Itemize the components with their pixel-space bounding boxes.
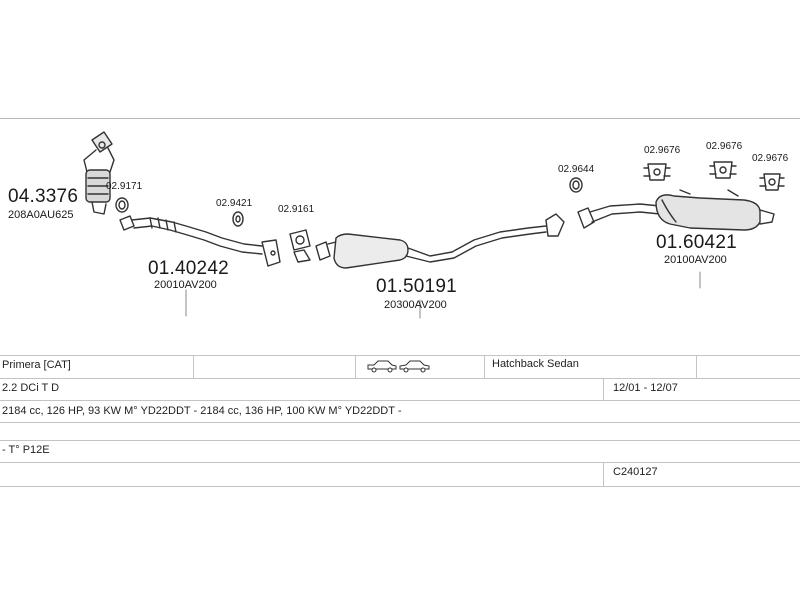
- table-row-divider: [0, 462, 800, 463]
- flange-gasket-icon: [289, 229, 311, 263]
- vehicle-model: Primera [CAT]: [2, 359, 71, 371]
- part-number[interactable]: 04.3376: [8, 186, 79, 207]
- car-body-icons: [367, 360, 430, 373]
- table-col-divider: [603, 378, 604, 400]
- table-row-divider: [0, 440, 800, 441]
- gasket-icon: [115, 197, 129, 213]
- hatchback-car-icon: [367, 360, 397, 373]
- engine-specs: 2184 cc, 126 HP, 93 KW M° YD22DDT - 2184…: [2, 405, 402, 417]
- part-code: 20010AV200: [154, 279, 217, 291]
- part-number[interactable]: 01.50191: [376, 276, 457, 297]
- part-number[interactable]: 02.9421: [216, 198, 253, 209]
- table-col-divider: [696, 355, 697, 378]
- part-number[interactable]: 02.9676: [644, 145, 681, 156]
- table-col-divider: [484, 355, 485, 378]
- part-code: 208A0AU625: [8, 209, 74, 221]
- part-number[interactable]: 02.9644: [558, 164, 595, 175]
- top-border: [0, 118, 800, 119]
- rear-silencer-icon: [577, 189, 775, 231]
- table-row-divider: [0, 378, 800, 379]
- rubber-mount-icon: [643, 163, 671, 181]
- part-number[interactable]: 02.9676: [752, 153, 789, 164]
- sedan-car-icon: [399, 360, 430, 373]
- table-row-divider: [0, 355, 800, 356]
- rubber-mount-icon: [709, 161, 737, 179]
- part-number[interactable]: 01.40242: [148, 258, 229, 279]
- production-period: 12/01 - 12/07: [613, 382, 678, 394]
- body-type: Hatchback Sedan: [492, 358, 579, 370]
- part-code: 20300AV200: [384, 299, 447, 311]
- table-col-divider: [603, 462, 604, 486]
- part-number[interactable]: 01.60421: [656, 232, 737, 253]
- catalog-code: C240127: [613, 466, 658, 478]
- part-number[interactable]: 02.9171: [106, 181, 143, 192]
- part-number[interactable]: 02.9676: [706, 141, 743, 152]
- front-pipe-icon: [119, 215, 281, 267]
- engine: 2.2 DCi T D: [2, 382, 60, 394]
- rubber-mount-icon: [759, 173, 785, 191]
- table-row-divider: [0, 400, 800, 401]
- part-number[interactable]: 02.9161: [278, 204, 315, 215]
- type-code: - T° P12E: [2, 444, 50, 456]
- clamp-icon: [232, 211, 244, 227]
- catalytic-converter-icon: [83, 131, 115, 215]
- table-row-divider: [0, 422, 800, 423]
- part-code: 20100AV200: [664, 254, 727, 266]
- table-col-divider: [193, 355, 194, 378]
- table-col-divider: [355, 355, 356, 378]
- ring-gasket-icon: [569, 177, 583, 193]
- table-row-divider: [0, 486, 800, 487]
- middle-silencer-icon: [315, 213, 565, 269]
